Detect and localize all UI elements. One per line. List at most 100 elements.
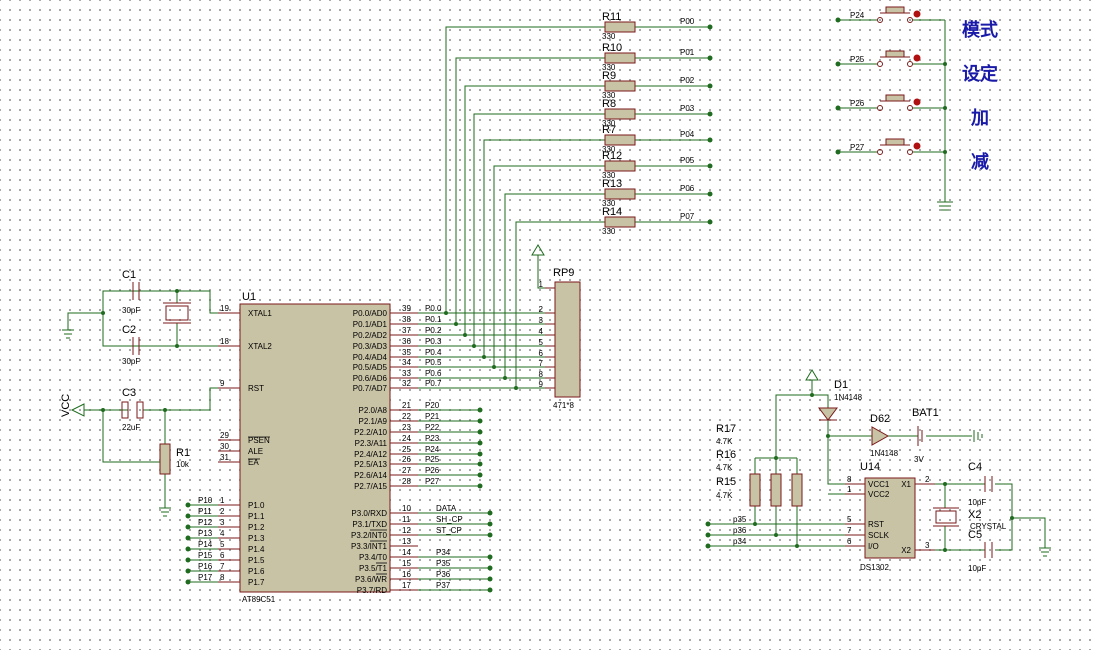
mcu-pin-num: 3	[220, 518, 225, 527]
mcu-pin-num: 12	[402, 526, 411, 535]
vcc-label: VCC	[60, 394, 72, 417]
rtc-pin-name: I/O	[868, 542, 879, 551]
net-label-p0: P0.0	[425, 304, 442, 313]
rp9-pin-num: 7	[539, 359, 544, 368]
r17-ref: R17	[716, 423, 736, 435]
rtc-pin-num: 2	[925, 475, 930, 484]
mcu-pin-num: 35	[402, 348, 411, 357]
mcu-pin-num: 31	[220, 453, 229, 462]
net-p34: p34	[733, 537, 747, 546]
mcu-pin-name: P2.7/A15	[354, 482, 387, 491]
mcu-pin-name: EA	[248, 458, 259, 467]
top-resistor-value: 330	[602, 32, 616, 41]
top-resistor-net: P07	[680, 212, 695, 221]
mcu-pin-name: P2.0/A8	[359, 406, 388, 415]
rtc-pin-num: 6	[847, 537, 852, 546]
rtc-pin-num: 7	[847, 526, 852, 535]
mcu-pin-name: P1.7	[248, 578, 265, 587]
rtc-pin-num: 5	[847, 515, 852, 524]
top-resistor-ref: R13	[602, 178, 622, 190]
top-resistor-value: 330	[602, 199, 616, 208]
r15-value: 4.7K	[716, 491, 733, 500]
c3-value: 22uF	[122, 423, 140, 432]
r16-ref: R16	[716, 449, 736, 461]
mcu-pin-num: 8	[220, 573, 225, 582]
rtc-pin-num: 8	[847, 475, 852, 484]
rtc-pin-name: X2	[901, 546, 911, 555]
mcu-pin-name: P1.3	[248, 534, 265, 543]
net-label-p1: P15	[198, 551, 213, 560]
c2-ref: C2	[122, 324, 136, 336]
button-indicator-dot	[913, 10, 921, 18]
button-net-label: P26	[850, 99, 865, 108]
mcu-pin-num: 29	[220, 431, 229, 440]
mcu-pin-num: 36	[402, 337, 411, 346]
d62-value: 1N4148	[870, 449, 899, 458]
rtc-part: DS1302	[860, 563, 889, 572]
c3-ref: C3	[122, 387, 136, 399]
top-resistor-value: 330	[602, 63, 616, 72]
net-label-p1: P11	[198, 507, 212, 516]
top-resistor-net: P02	[680, 76, 695, 85]
mcu-pin-num: 10	[402, 504, 411, 513]
net-label-p1: P14	[198, 540, 213, 549]
top-resistor-body	[604, 21, 636, 33]
net-label-p2: P23	[425, 434, 440, 443]
net-label-p0: P0.1	[425, 315, 442, 324]
net-label-p3: ST_CP	[436, 526, 462, 535]
mcu-pin-num: 26	[402, 455, 411, 464]
mcu-pin-name: P1.1	[248, 512, 265, 521]
rtc-pin-name: VCC1	[868, 480, 890, 489]
top-resistor-value: 330	[602, 91, 616, 100]
mcu-pin-name: P0.5/AD5	[353, 363, 388, 372]
mcu-pin-name: P2.4/A12	[354, 450, 387, 459]
rp9-pin-num: 1	[539, 280, 544, 289]
mcu-pin-name: XTAL1	[248, 309, 272, 318]
mcu-pin-num: 23	[402, 423, 411, 432]
c4-value: 10pF	[968, 498, 986, 507]
button-indicator-dot	[913, 98, 921, 106]
mcu-pin-name: P0.6/AD6	[353, 374, 388, 383]
mcu-pin-name: P2.5/A13	[354, 460, 387, 469]
top-resistor-body	[604, 188, 636, 200]
mcu-pin-name: P0.7/AD7	[353, 384, 388, 393]
mcu-at89c51: U1 AT89C51 19XTAL118XTAL29RST29PSEN30ALE…	[218, 291, 418, 604]
d62-ref: D62	[870, 413, 890, 425]
top-resistor-ref: R12	[602, 150, 622, 162]
top-resistor-ref: R9	[602, 70, 616, 82]
mcu-pin-name: ALE	[248, 447, 263, 456]
net-label-p3: P36	[436, 570, 451, 579]
button-net-label: P27	[850, 143, 865, 152]
mcu-pin-num: 13	[402, 537, 411, 546]
bat1-value: 3V	[914, 455, 924, 464]
top-resistor-net: P04	[680, 130, 695, 139]
led-resistor-array: R11330P00R10330P01R9330P02R8330P03R7330P…	[602, 11, 713, 236]
button-function-label: 设定	[962, 63, 998, 84]
button-function-label: 减	[971, 151, 989, 172]
top-resistor-body	[604, 108, 636, 120]
d1-ref: D1	[834, 379, 848, 391]
c5-ref: C5	[968, 529, 982, 541]
mcu-pin-name: P2.2/A10	[354, 428, 387, 437]
mcu-pin-name: P1.2	[248, 523, 265, 532]
net-label-p2: P26	[425, 466, 440, 475]
c1-ref: C1	[122, 269, 136, 281]
mcu-pin-name: P3.5/T1	[359, 564, 388, 573]
mcu-pin-num: 19	[220, 304, 229, 313]
top-resistor-net: P00	[680, 17, 695, 26]
mcu-pin-num: 28	[402, 477, 411, 486]
d1-value: 1N4148	[834, 393, 863, 402]
top-resistor-net: P06	[680, 184, 695, 193]
mcu-pin-name: P3.0/RXD	[351, 509, 387, 518]
mcu-pin-name: P3.4/T0	[359, 553, 388, 562]
top-resistor-body	[604, 160, 636, 172]
net-p36: p36	[733, 526, 747, 535]
top-resistor-value: 330	[602, 145, 616, 154]
top-resistor-body	[604, 216, 636, 228]
mcu-pin-name: P3.1/TXD	[352, 520, 387, 529]
r1-ref: R1	[176, 447, 190, 459]
rp9-pin-num: 2	[539, 305, 544, 314]
